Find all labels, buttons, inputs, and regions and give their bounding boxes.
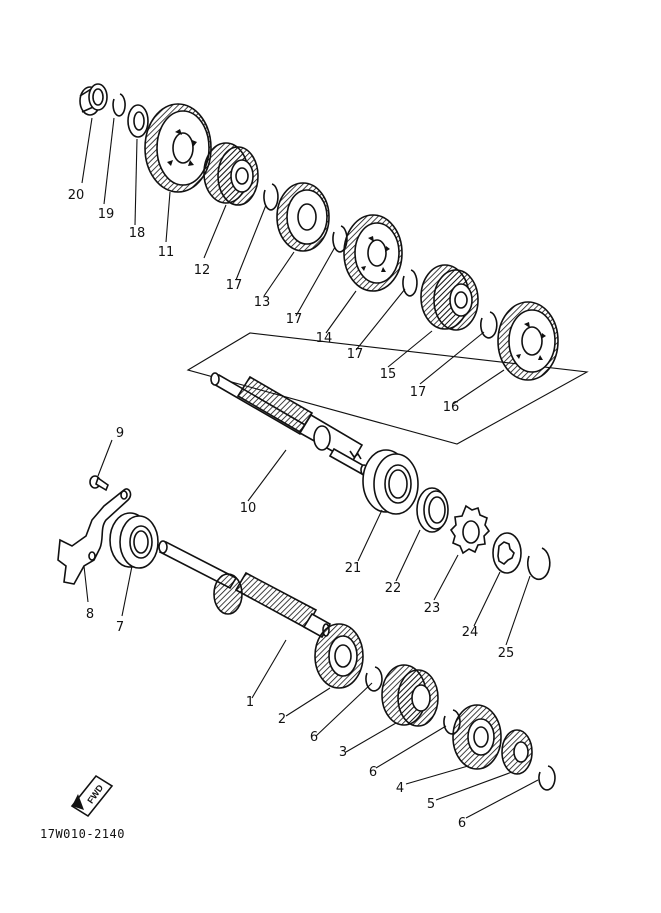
callout-1: 1 [246,695,254,710]
callout-2: 2 [278,712,286,727]
circlip-part-6 [365,666,383,692]
gear-part-13 [276,182,330,252]
circlip-part-17 [332,225,348,253]
callout-5: 5 [427,797,435,812]
callout-18: 18 [129,226,146,241]
bearing-part-7 [109,512,159,569]
callout-3: 3 [339,745,347,760]
callout-24: 24 [462,625,479,640]
gear-part-14 [343,214,403,292]
callout-17: 17 [410,385,427,400]
callout-6: 6 [369,765,377,780]
gear-part-2 [314,623,364,689]
circlip-part-25 [527,547,551,581]
callout-12: 12 [194,263,211,278]
lock-washer-part-24 [492,532,522,574]
assembly-frame [186,332,589,445]
callout-13: 13 [254,295,271,310]
washer-part-18 [127,104,149,138]
sprocket-part-23 [449,504,491,555]
gear-part-11 [144,103,212,193]
callout-17: 17 [226,278,243,293]
bearing-stopper-part-8 [57,488,132,585]
callout-17: 17 [286,312,303,327]
callout-17: 17 [347,347,364,362]
drive-axle-part-10 [210,372,368,476]
drawing-part-number: 17W010-2140 [40,827,125,841]
callout-6: 6 [458,816,466,831]
callout-10: 10 [240,501,257,516]
callout-labels: 2019181112171317141715171691087212223242… [68,188,515,831]
circlip-part-17 [480,311,498,339]
callout-11: 11 [158,245,175,260]
gear-part-4 [452,704,502,770]
circlip-part-19 [112,93,126,117]
circlip-part-17 [402,269,418,297]
callout-19: 19 [98,207,115,222]
callout-8: 8 [86,607,94,622]
gear-part-12 [203,142,259,206]
callout-6: 6 [310,730,318,745]
callout-14: 14 [316,331,333,346]
needle-bearing-part-20 [79,83,108,116]
oil-seal-part-22 [416,487,449,533]
gear-part-5 [501,729,533,775]
callout-9: 9 [116,426,124,441]
callout-16: 16 [443,400,460,415]
callout-21: 21 [345,561,362,576]
callout-20: 20 [68,188,85,203]
callout-7: 7 [116,620,124,635]
callout-4: 4 [396,781,404,796]
callout-15: 15 [380,367,397,382]
gear-part-3 [381,664,439,727]
callout-22: 22 [385,581,402,596]
callout-25: 25 [498,646,515,661]
circlip-part-6 [538,765,556,791]
bearing-part-21 [362,449,419,515]
screw-part-9 [89,475,109,492]
leader-lines [81,117,539,819]
forward-arrow-icon: FWD [70,774,114,818]
main-axle-part-1 [158,540,332,639]
circlip-part-17 [263,183,279,211]
callout-23: 23 [424,601,441,616]
gear-part-16 [497,301,559,381]
gear-part-15 [420,264,479,331]
